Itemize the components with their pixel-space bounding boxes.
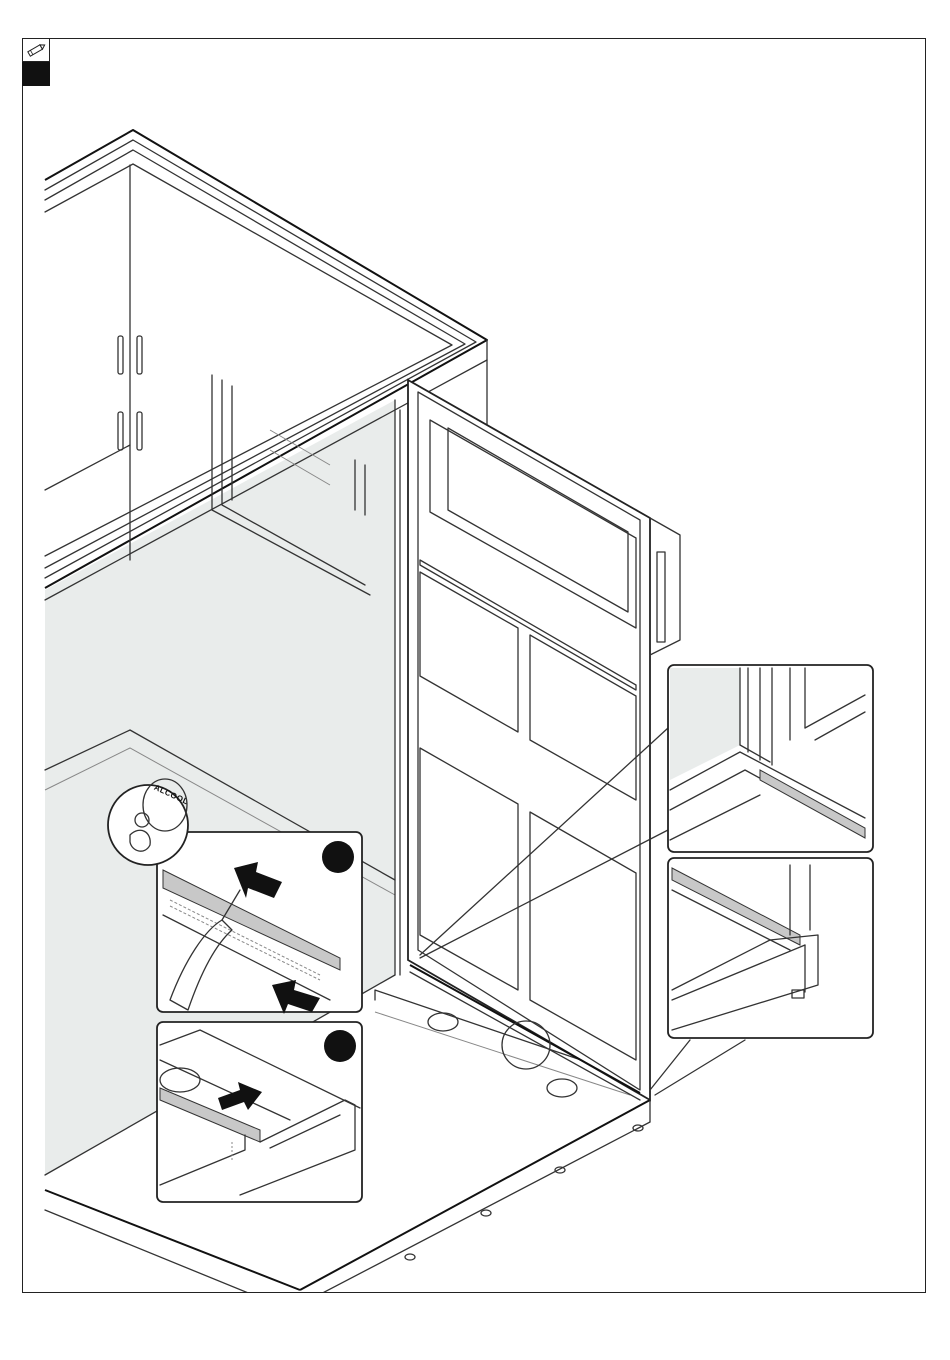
detail-cleaning-step <box>157 832 362 1014</box>
detail-seal-insertion <box>157 1022 362 1202</box>
shower-cabin-drawing <box>45 130 745 1310</box>
door-frame-panel <box>408 380 680 1100</box>
step-marker-1 <box>322 841 354 873</box>
step-marker-2 <box>324 1030 356 1062</box>
detail-middle-right <box>668 858 873 1038</box>
detail-top-right <box>668 665 873 852</box>
